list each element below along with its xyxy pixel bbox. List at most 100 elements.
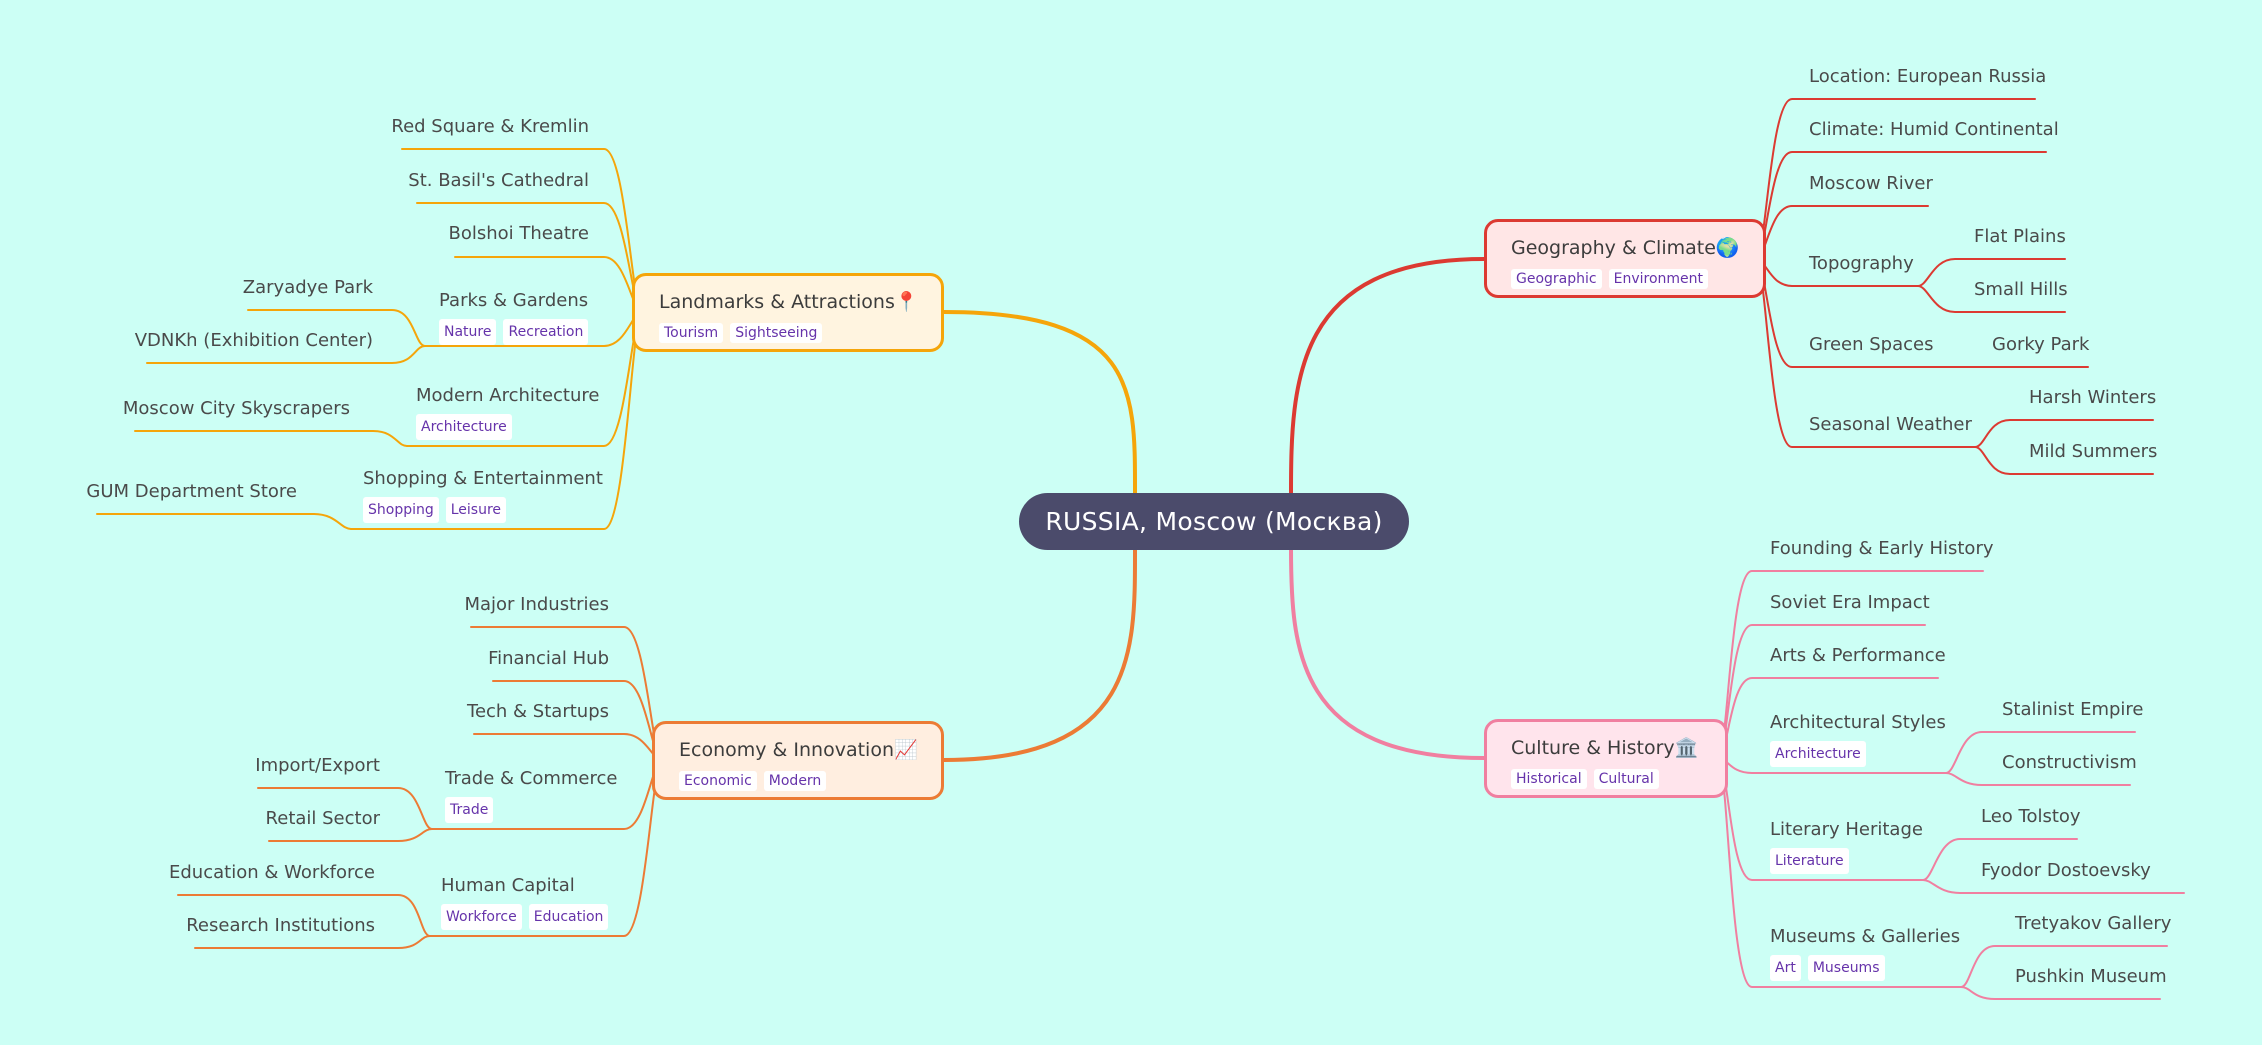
node-modern-architecture[interactable]: Modern Architecture Architecture	[416, 385, 599, 440]
node-museums-tags: Art Museums	[1770, 955, 1960, 981]
node-retail[interactable]: Retail Sector	[265, 808, 380, 829]
node-mild-summers[interactable]: Mild Summers	[2029, 441, 2158, 462]
link-tretyakov	[1960, 945, 2168, 988]
node-location[interactable]: Location: European Russia	[1809, 66, 2047, 87]
node-bolshoi[interactable]: Bolshoi Theatre	[448, 223, 589, 244]
node-pushkin[interactable]: Pushkin Museum	[2015, 966, 2167, 987]
node-museums[interactable]: Museums & Galleries Art Museums	[1770, 926, 1960, 981]
node-topography[interactable]: Topography	[1809, 253, 1914, 274]
link-harsh-winters	[1974, 419, 2154, 448]
node-soviet[interactable]: Soviet Era Impact	[1770, 592, 1930, 613]
node-landmarks[interactable]: Landmarks & Attractions📍 Tourism Sightse…	[632, 273, 944, 352]
tag-leisure: Leisure	[445, 497, 507, 523]
node-red-square[interactable]: Red Square & Kremlin	[391, 116, 589, 137]
node-parks-tags: Nature Recreation	[439, 319, 589, 345]
link-dostoevsky	[1922, 879, 2185, 894]
tag-shopping: Shopping	[363, 497, 439, 523]
node-import-export[interactable]: Import/Export	[255, 755, 380, 776]
node-green-spaces[interactable]: Green Spaces	[1809, 334, 1934, 355]
tag-tourism: Tourism	[659, 323, 724, 343]
node-dostoevsky[interactable]: Fyodor Dostoevsky	[1981, 860, 2151, 881]
link-import-export	[257, 787, 433, 830]
node-shopping-label: Shopping & Entertainment	[363, 468, 603, 489]
node-moscow-city[interactable]: Moscow City Skyscrapers	[122, 398, 350, 419]
node-human-capital[interactable]: Human Capital Workforce Education	[441, 875, 609, 930]
node-moscow-river[interactable]: Moscow River	[1809, 173, 1933, 194]
link-tolstoy	[1922, 838, 2078, 881]
link-small-hills	[1917, 285, 2066, 313]
node-flat-plains[interactable]: Flat Plains	[1974, 226, 2066, 247]
node-trade[interactable]: Trade & Commerce Trade	[445, 768, 617, 823]
node-st-basil[interactable]: St. Basil's Cathedral	[408, 170, 589, 191]
tag-cultural: Cultural	[1593, 769, 1659, 789]
link-gum	[96, 513, 352, 530]
node-climate[interactable]: Climate: Humid Continental	[1809, 119, 2059, 140]
node-geography-tags: Geographic Environment	[1511, 269, 1739, 289]
node-trade-label: Trade & Commerce	[445, 768, 618, 789]
tag-recreation: Recreation	[503, 319, 589, 345]
node-parks-label: Parks & Gardens	[439, 290, 589, 311]
node-major-industries[interactable]: Major Industries	[464, 594, 609, 615]
link-vdnkh	[146, 345, 426, 364]
link-root-landmarks	[942, 310, 1138, 496]
link-pushkin	[1960, 986, 2161, 1000]
link-major-industries	[470, 626, 663, 761]
node-small-hills[interactable]: Small Hills	[1974, 279, 2068, 300]
node-stalinist[interactable]: Stalinist Empire	[2002, 699, 2144, 720]
node-gum[interactable]: GUM Department Store	[86, 481, 297, 502]
node-shopping[interactable]: Shopping & Entertainment Shopping Leisur…	[363, 468, 603, 523]
link-moscow-city	[134, 430, 408, 447]
node-financial-hub[interactable]: Financial Hub	[488, 648, 609, 669]
link-root-geography	[1289, 257, 1486, 496]
node-harsh-winters[interactable]: Harsh Winters	[2029, 387, 2157, 408]
link-stalinist	[1945, 731, 2136, 774]
node-geography-title: Geography & Climate🌍	[1511, 237, 1740, 259]
link-research	[194, 935, 431, 949]
node-culture-title: Culture & History🏛️	[1511, 737, 1699, 759]
node-arch-styles-tags: Architecture	[1770, 741, 1946, 767]
node-constructivism[interactable]: Constructivism	[2002, 752, 2137, 773]
node-landmarks-tags: Tourism Sightseeing	[659, 323, 917, 343]
root-label: RUSSIA, Moscow (Москва)	[1045, 507, 1383, 536]
node-research[interactable]: Research Institutions	[186, 915, 375, 936]
node-tech-startups[interactable]: Tech & Startups	[467, 701, 609, 722]
node-arch-styles[interactable]: Architectural Styles Architecture	[1770, 712, 1946, 767]
tag-architecture-culture: Architecture	[1770, 741, 1866, 767]
node-geography[interactable]: Geography & Climate🌍 Geographic Environm…	[1484, 219, 1766, 298]
tag-historical: Historical	[1511, 769, 1587, 789]
node-tretyakov[interactable]: Tretyakov Gallery	[2015, 913, 2172, 934]
link-tech-startups	[473, 733, 663, 761]
tag-trade: Trade	[445, 797, 494, 823]
node-economy-tags: Economic Modern	[679, 771, 917, 791]
node-gorky-park[interactable]: Gorky Park	[1992, 334, 2090, 355]
tag-literature: Literature	[1770, 848, 1849, 874]
node-zaryadye[interactable]: Zaryadye Park	[242, 277, 373, 298]
node-culture[interactable]: Culture & History🏛️ Historical Cultural	[1484, 719, 1728, 798]
tag-education: Education	[528, 904, 609, 930]
tag-environment: Environment	[1608, 269, 1709, 289]
node-vdnkh[interactable]: VDNKh (Exhibition Center)	[134, 330, 373, 351]
tag-workforce: Workforce	[441, 904, 522, 930]
node-literary[interactable]: Literary Heritage Literature	[1770, 819, 1923, 874]
link-education-workforce	[177, 894, 431, 937]
root-node[interactable]: RUSSIA, Moscow (Москва)	[1019, 493, 1409, 550]
node-seasonal-weather[interactable]: Seasonal Weather	[1809, 414, 1972, 435]
tag-architecture: Architecture	[416, 414, 512, 440]
node-culture-tags: Historical Cultural	[1511, 769, 1701, 789]
node-parks[interactable]: Parks & Gardens Nature Recreation	[439, 290, 589, 345]
node-tolstoy[interactable]: Leo Tolstoy	[1981, 806, 2081, 827]
node-human-capital-tags: Workforce Education	[441, 904, 609, 930]
tag-sightseeing: Sightseeing	[730, 323, 823, 343]
tag-art: Art	[1770, 955, 1801, 981]
tag-modern: Modern	[763, 771, 827, 791]
node-economy[interactable]: Economy & Innovation📈 Economic Modern	[652, 721, 944, 800]
node-literary-tags: Literature	[1770, 848, 1923, 874]
node-education-workforce[interactable]: Education & Workforce	[169, 862, 375, 883]
link-constructivism	[1945, 772, 2131, 786]
node-founding[interactable]: Founding & Early History	[1770, 538, 1994, 559]
node-museums-label: Museums & Galleries	[1770, 926, 1961, 947]
tag-museums: Museums	[1807, 955, 1885, 981]
link-root-culture	[1289, 546, 1486, 760]
node-arts[interactable]: Arts & Performance	[1770, 645, 1946, 666]
